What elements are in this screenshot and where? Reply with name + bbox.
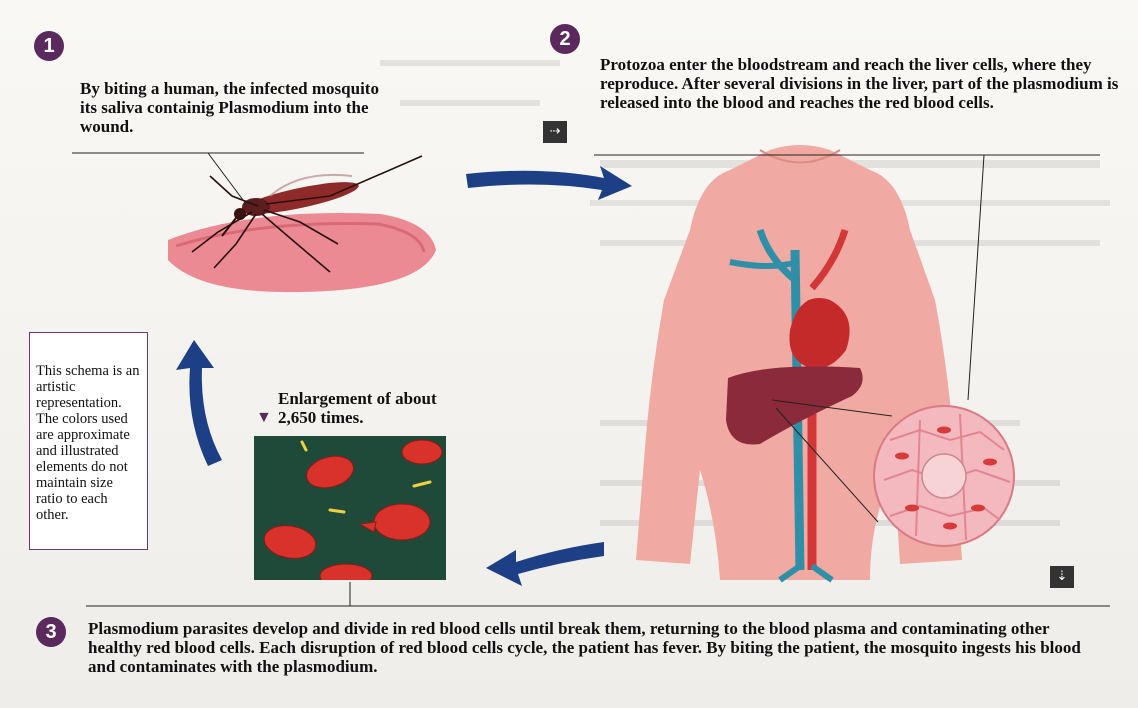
disclaimer-note: This schema is an artistic representatio… bbox=[29, 332, 148, 550]
step-1-badge: 1 bbox=[34, 31, 64, 61]
enlargement-text: Enlargement of about 2,650 times. bbox=[278, 389, 448, 427]
cycle-arrow-1-to-2 bbox=[466, 166, 632, 200]
cycle-arrow-2-to-3 bbox=[486, 542, 604, 586]
step-3-text: Plasmodium parasites develop and divide … bbox=[88, 619, 1098, 676]
pointer-step-2 bbox=[968, 155, 984, 400]
down-triangle-icon: ▼ bbox=[256, 409, 272, 427]
step-2-text: Protozoa enter the bloodstream and reach… bbox=[600, 55, 1138, 112]
blood-cell-microscope-view bbox=[254, 436, 446, 580]
blood-cells bbox=[254, 436, 446, 580]
step-1-text: By biting a human, the infected mosquito… bbox=[80, 79, 380, 136]
arrow-down-icon: ⇣ bbox=[1050, 566, 1074, 588]
cycle-arrow-3-to-1 bbox=[176, 340, 222, 466]
liver-cells-magnified bbox=[874, 406, 1014, 546]
step-2-badge: 2 bbox=[550, 24, 580, 54]
skin-patch bbox=[168, 213, 436, 292]
enlargement-caption: ▼ Enlargement of about 2,650 times. bbox=[256, 389, 456, 427]
arrow-right-icon: ⇢ bbox=[543, 121, 567, 143]
step-3-badge: 3 bbox=[36, 617, 66, 647]
